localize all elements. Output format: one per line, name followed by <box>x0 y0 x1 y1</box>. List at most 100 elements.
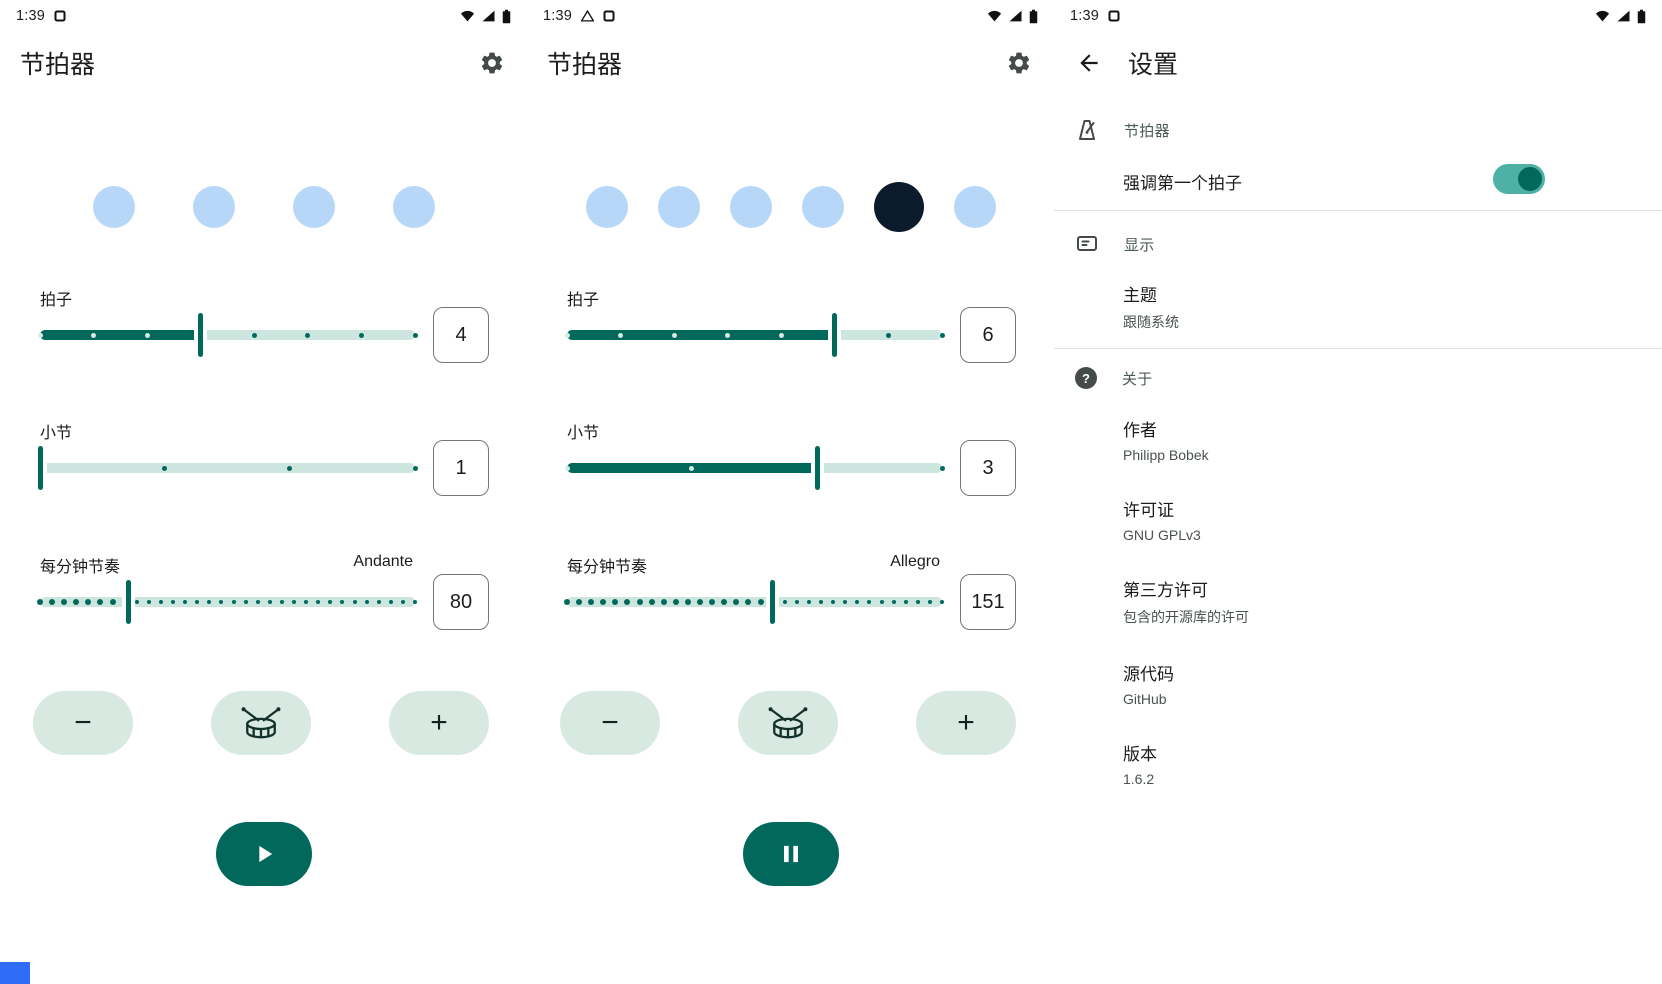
bars-slider[interactable] <box>564 440 945 496</box>
tap-tempo-button[interactable] <box>211 691 311 755</box>
bpm-value: 80 <box>433 574 489 630</box>
slider-tick-dot <box>219 600 224 604</box>
notification-icon <box>54 10 66 22</box>
play-icon <box>258 845 272 863</box>
slider-handle[interactable] <box>37 446 43 490</box>
bpm-slider[interactable] <box>37 574 417 630</box>
tap-tempo-button[interactable] <box>738 691 838 755</box>
slider-tick-dot <box>843 600 848 604</box>
tempo-marking: Andante <box>353 553 413 570</box>
settings-item-value: 1.6.2 <box>1123 771 1155 787</box>
slider-stop-dot <box>778 332 784 338</box>
decrease-tempo-button[interactable]: − <box>560 691 660 755</box>
settings-item-value: GNU GPLv3 <box>1123 527 1201 543</box>
slider-tick-dot <box>328 600 333 604</box>
settings-gear-button[interactable] <box>1002 46 1036 80</box>
slider-tick-dot <box>207 600 212 604</box>
settings-item[interactable]: 版本 1.6.2 <box>1123 740 1642 787</box>
slider-tick-dot <box>564 599 570 605</box>
increase-tempo-button[interactable]: + <box>916 691 1016 755</box>
page-title: 设置 <box>1128 51 1179 79</box>
slider-tick-dot <box>697 599 704 605</box>
toggle-thumb <box>1518 167 1542 191</box>
slider-handle[interactable] <box>198 313 204 357</box>
slider-tick-dot <box>903 600 908 604</box>
slider-tick-dot <box>782 600 787 604</box>
increase-tempo-button[interactable]: + <box>389 691 489 755</box>
settings-item-label: 版本 <box>1123 745 1157 764</box>
drum-icon <box>241 707 281 739</box>
slider-tick-dot <box>624 599 631 605</box>
settings-gear-button[interactable] <box>475 46 509 80</box>
play-pause-button[interactable] <box>215 822 312 886</box>
slider-tick-dot <box>576 599 583 605</box>
slider-tick-dot <box>940 600 944 604</box>
slider-fill <box>567 330 835 340</box>
cell-signal-icon <box>1009 10 1022 22</box>
slider-handle[interactable] <box>814 446 820 490</box>
beats-slider[interactable] <box>37 307 418 363</box>
bpm-label: 每分钟节奏 <box>40 559 121 576</box>
slider-tick-dot <box>195 600 200 604</box>
theme-label: 主题 <box>1123 286 1157 305</box>
slider-tick-dot <box>636 599 643 605</box>
slider-handle[interactable] <box>126 580 132 624</box>
slider-tick-dot <box>158 600 163 604</box>
slider-track <box>567 597 942 607</box>
section-display: 显示 <box>1075 232 1155 256</box>
minus-icon: − <box>601 706 619 739</box>
divider <box>1054 348 1662 349</box>
settings-item[interactable]: 第三方许可包含的开源库的许可 <box>1123 576 1642 627</box>
plus-icon: + <box>957 706 975 739</box>
slider-tick-dot <box>316 600 321 604</box>
beat-indicator <box>192 186 235 228</box>
section-header: 显示 <box>1124 236 1155 254</box>
battery-icon <box>502 9 511 23</box>
emphasize-first-beat-toggle[interactable] <box>1493 164 1545 194</box>
slider-stop-dot <box>287 465 293 471</box>
decrease-tempo-button[interactable]: − <box>33 691 133 755</box>
beat-indicator <box>657 186 700 228</box>
slider-stop-dot <box>358 332 364 338</box>
notification-icon <box>603 10 615 22</box>
slider-stop-dot <box>251 332 257 338</box>
clock: 1:39 <box>16 8 46 24</box>
app-bar: 节拍器 <box>0 30 527 96</box>
settings-item[interactable]: 许可证 GNU GPLv3 <box>1123 496 1642 543</box>
slider-track <box>40 463 415 473</box>
section-header: 关于 <box>1122 370 1153 388</box>
slider-tick-dot <box>831 600 836 604</box>
page-title: 节拍器 <box>547 51 623 79</box>
slider-tick-dot <box>146 600 151 604</box>
beat-indicator-active <box>873 182 924 232</box>
beats-value: 4 <box>433 307 489 363</box>
slider-handle[interactable] <box>832 313 838 357</box>
slider-tick-dot <box>757 599 764 605</box>
back-button[interactable] <box>1074 46 1104 80</box>
battery-icon <box>1637 9 1646 23</box>
slider-tick-dot <box>279 600 284 604</box>
slider-tick-dot <box>721 599 728 605</box>
tempo-marking: Allegro <box>890 553 940 570</box>
slider-stop-dot <box>671 332 677 338</box>
play-pause-button[interactable] <box>742 822 839 886</box>
beats-slider[interactable] <box>564 307 945 363</box>
bpm-slider[interactable] <box>564 574 944 630</box>
beats-label: 拍子 <box>567 292 600 309</box>
bars-value: 1 <box>433 440 489 496</box>
alert-icon <box>581 10 595 22</box>
minus-icon: − <box>74 706 92 739</box>
settings-item-label: 许可证 <box>1123 501 1174 520</box>
slider-stop-dot <box>689 465 695 471</box>
slider-tick-dot <box>183 600 188 604</box>
beats-value: 6 <box>960 307 1016 363</box>
bars-slider[interactable] <box>37 440 418 496</box>
clock: 1:39 <box>543 8 573 24</box>
theme-setting[interactable]: 主题 跟随系统 <box>1123 281 1179 332</box>
slider-handle[interactable] <box>769 580 775 624</box>
drum-icon <box>768 707 808 739</box>
status-bar: 1:39 <box>527 2 1054 30</box>
cell-signal-icon <box>1617 10 1630 22</box>
